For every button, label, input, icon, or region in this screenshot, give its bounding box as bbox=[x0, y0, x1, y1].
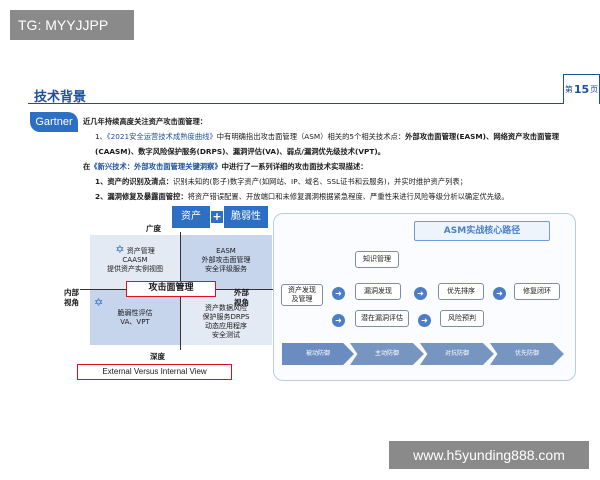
body-heading: 近几年持续高度关注资产攻击面管理： bbox=[83, 117, 208, 126]
quadrant-bottom-right: 资产数据风险 保护服务DRPS 动态应用程序 安全测试 bbox=[180, 290, 272, 345]
title-divider bbox=[28, 103, 600, 104]
tr-line-1: EASM bbox=[216, 247, 236, 255]
chevron-passive: 被动防御 bbox=[282, 343, 354, 365]
paragraph-2: 在《新兴技术：外部攻击面管理关键洞察》中进行了一系列详细的攻击面技术实现描述： bbox=[83, 159, 583, 174]
list-item-1: 1、资产的识别及清点：识别未知的(影子)数字资产(如网站、IP、域名、SSL证书… bbox=[83, 174, 583, 189]
tr-line-2: 外部攻击面管理 bbox=[201, 256, 251, 264]
chevron-active: 主动防御 bbox=[350, 343, 424, 365]
p2-prefix: 在 bbox=[83, 162, 91, 171]
page-prefix: 第 bbox=[564, 85, 573, 94]
star-icon: ✡ bbox=[94, 296, 104, 309]
chevron-adversarial: 对抗防御 bbox=[420, 343, 494, 365]
p1-prefix: 1、 bbox=[95, 132, 107, 141]
list-item-2: 2、漏洞修复及暴露面管控：将资产错误配置、开放端口和未修复漏洞根据紧急程度、严重… bbox=[83, 189, 583, 204]
right-axis-label: 外部 视角 bbox=[234, 288, 249, 308]
attack-surface-center-box: 攻击面管理 bbox=[126, 281, 216, 297]
left-axis-label: 内部 视角 bbox=[64, 288, 79, 308]
page-suffix: 页 bbox=[590, 85, 599, 94]
quadrant-bottom-left: ✡ 脆弱性评估 VA、VPT bbox=[90, 290, 180, 345]
fix-loop-node: 修复闭环 bbox=[514, 283, 560, 300]
asset-title-box: 资产 bbox=[172, 206, 210, 228]
body-text: 近几年持续高度关注资产攻击面管理： 1、《2021安全运营技术成熟度曲线》中有明… bbox=[83, 114, 583, 204]
priority-node: 优先排序 bbox=[438, 283, 484, 300]
br-line-4: 安全测试 bbox=[212, 331, 240, 339]
p2-report-link: 《新兴技术：外部攻击面管理关键洞察》 bbox=[90, 162, 222, 171]
tl-line-1: 资产管理 bbox=[126, 247, 155, 255]
br-line-3: 动态应用程序 bbox=[205, 322, 247, 330]
tl-line-2: CAASM bbox=[122, 256, 148, 264]
bl-line-1: 脆弱性评估 bbox=[117, 309, 153, 317]
latent-vuln-node: 潜在漏洞评估 bbox=[355, 310, 409, 327]
arrow-right-icon: ➜ bbox=[414, 287, 427, 300]
watermark-top: TG: MYYJJPP bbox=[10, 10, 134, 40]
bl-line-2: VA、VPT bbox=[120, 318, 150, 326]
br-line-2: 保护服务DRPS bbox=[202, 313, 250, 321]
tl-line-3: 提供资产实例视图 bbox=[107, 265, 163, 273]
knowledge-node: 知识管理 bbox=[355, 251, 399, 268]
left-label-line-2: 视角 bbox=[64, 298, 79, 307]
p1-report-link: 《2021安全运营技术成熟度曲线》 bbox=[106, 132, 217, 141]
left-label-line-1: 内部 bbox=[64, 288, 79, 297]
asm-path-title: ASM实战核心路径 bbox=[414, 221, 550, 241]
right-label-line-1: 外部 bbox=[234, 288, 249, 297]
arrow-right-icon: ➜ bbox=[493, 287, 506, 300]
p1-techniques: 外部攻击面管理(EASM)、网络资产攻击面管理(CAASM)、数字风险保护服务(… bbox=[95, 132, 559, 156]
plus-icon: + bbox=[211, 210, 223, 223]
external-internal-caption: External Versus Internal View bbox=[77, 364, 232, 380]
star-icon: ✡ bbox=[115, 243, 125, 256]
quadrant-top-left: ✡ 资产管理 CAASM 提供资产实例视图 bbox=[90, 235, 180, 290]
bottom-axis-label: 深度 bbox=[150, 352, 165, 361]
vuln-discovery-node: 漏洞发现 bbox=[355, 283, 401, 300]
li1-text: 识别未知的(影子)数字资产(如网站、IP、域名、SSL证书和云服务)，并实时维护… bbox=[173, 177, 467, 186]
asset-discovery-line-2: 及管理 bbox=[291, 295, 313, 303]
li2-bold: 2、漏洞修复及暴露面管控： bbox=[95, 192, 188, 201]
paragraph-1: 1、《2021安全运营技术成熟度曲线》中有明确指出攻击面管理（ASM）相关的5个… bbox=[83, 129, 583, 159]
br-line-1: 资产数据风险 bbox=[205, 304, 247, 312]
gartner-tag: Gartner bbox=[30, 112, 78, 132]
arrow-right-icon: ➜ bbox=[418, 314, 431, 327]
right-label-line-2: 视角 bbox=[234, 298, 249, 307]
li1-bold: 1、资产的识别及清点： bbox=[95, 177, 174, 186]
tr-line-3: 安全评级服务 bbox=[205, 265, 247, 273]
arrow-right-icon: ➜ bbox=[332, 287, 345, 300]
asset-discovery-node: 资产发现 及管理 bbox=[281, 284, 323, 306]
vulnerability-title-box: 脆弱性 bbox=[224, 206, 268, 228]
risk-forecast-node: 风险预判 bbox=[440, 310, 484, 327]
watermark-bottom: www.h5yunding888.com bbox=[389, 441, 589, 469]
p2-rest: 中进行了一系列详细的攻击面技术实现描述： bbox=[221, 162, 368, 171]
li2-text: 将资产错误配置、开放端口和未修复漏洞根据紧急程度、严重性来进行风险等级分析以确定… bbox=[187, 192, 509, 201]
page-title: 技术背景 bbox=[34, 90, 87, 105]
p1-mid: 中有明确指出攻击面管理（ASM）相关的5个相关技术点： bbox=[216, 132, 406, 141]
chevron-priority: 优先防御 bbox=[490, 343, 564, 365]
top-axis-label: 广度 bbox=[146, 224, 161, 233]
page-number: 15 bbox=[573, 83, 590, 96]
arrow-right-icon: ➜ bbox=[332, 314, 345, 327]
quadrant-top-right: EASM 外部攻击面管理 安全评级服务 bbox=[180, 235, 272, 290]
asset-discovery-line-1: 资产发现 bbox=[288, 286, 316, 294]
